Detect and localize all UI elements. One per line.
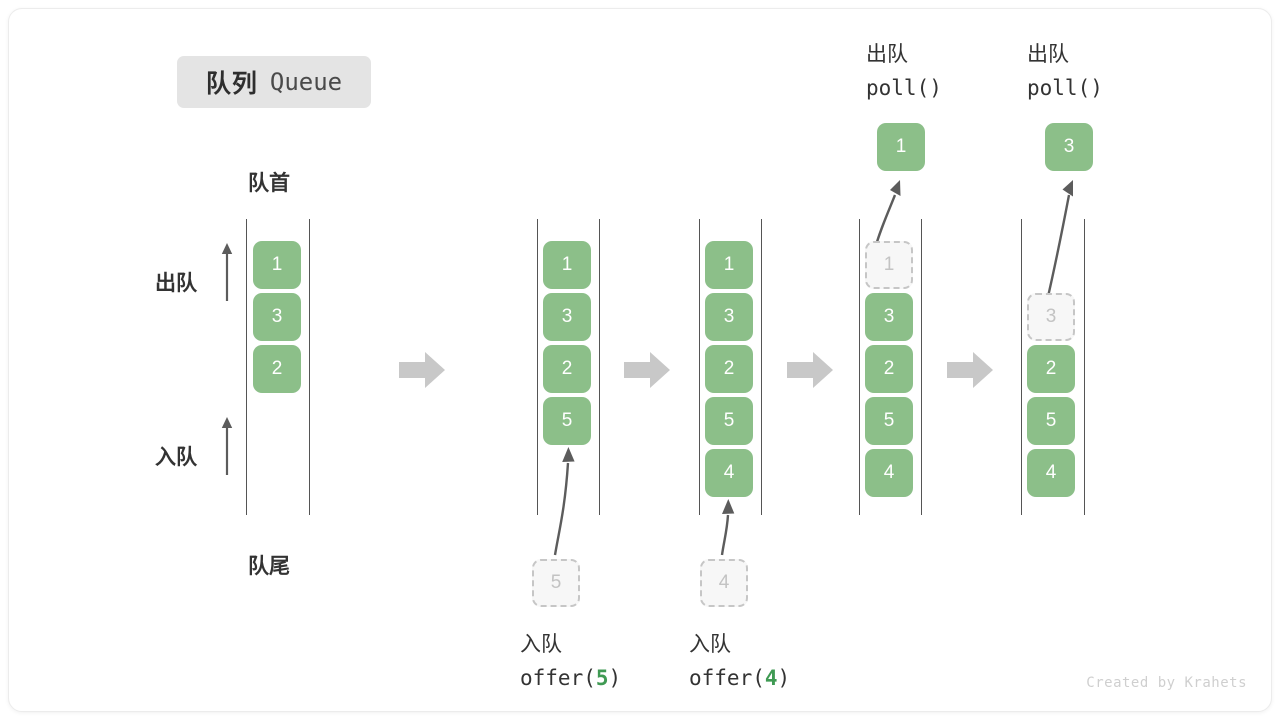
queue-element: 2 bbox=[543, 345, 591, 393]
stage-3-operation-label: 入队 offer(4) bbox=[689, 629, 790, 694]
popped-element: 1 bbox=[877, 123, 925, 171]
queue-element: 5 bbox=[1027, 397, 1075, 445]
operation-argument: 4 bbox=[764, 665, 778, 690]
separator-arrow-icon bbox=[947, 350, 995, 390]
dequeue-direction-arrow-icon bbox=[217, 241, 237, 303]
queue-element: 3 bbox=[865, 293, 913, 341]
queue-element: 2 bbox=[253, 345, 301, 393]
separator-arrow-icon bbox=[399, 350, 447, 390]
operation-chinese: 入队 bbox=[520, 633, 562, 656]
queue-rail-left-stage-2 bbox=[537, 219, 538, 515]
queue-element: 2 bbox=[1027, 345, 1075, 393]
queue-element: 1 bbox=[705, 241, 753, 289]
stage-2-operation-label: 入队 offer(5) bbox=[520, 629, 621, 694]
queue-rail-left-stage-3 bbox=[699, 219, 700, 515]
queue-element: 4 bbox=[865, 449, 913, 497]
dequeue-arrow-icon bbox=[1029, 175, 1099, 305]
queue-rail-left-stage-4 bbox=[859, 219, 860, 515]
title-english: Queue bbox=[269, 68, 343, 96]
title-chinese: 队列 bbox=[205, 70, 258, 98]
incoming-element-ghost: 5 bbox=[532, 559, 580, 607]
enqueue-direction-arrow-icon bbox=[217, 415, 237, 477]
diagram-card: 队列 Queue 队首 队尾 出队 入队 1 3 2 1 3 2 5 5 bbox=[8, 8, 1272, 712]
queue-rail-right-stage-1 bbox=[309, 219, 310, 515]
queue-element: 2 bbox=[865, 345, 913, 393]
separator-arrow-icon bbox=[624, 350, 672, 390]
queue-rail-right-stage-2 bbox=[599, 219, 600, 515]
operation-code: poll() bbox=[866, 75, 942, 100]
queue-element: 5 bbox=[705, 397, 753, 445]
enqueue-arrow-icon bbox=[697, 493, 757, 559]
stage-5-operation-label: 出队 poll() bbox=[1027, 39, 1103, 104]
operation-argument: 5 bbox=[595, 665, 609, 690]
enqueue-arrow-icon bbox=[529, 439, 599, 559]
queue-element-new: 5 bbox=[543, 397, 591, 445]
removed-element-ghost: 3 bbox=[1027, 293, 1075, 341]
queue-element: 3 bbox=[705, 293, 753, 341]
separator-arrow-icon bbox=[787, 350, 835, 390]
queue-element: 3 bbox=[543, 293, 591, 341]
operation-chinese: 入队 bbox=[689, 633, 731, 656]
dequeue-direction-label: 出队 bbox=[155, 272, 197, 295]
watermark-credit: Created by Krahets bbox=[1086, 675, 1247, 691]
stage-4-operation-label: 出队 poll() bbox=[866, 39, 942, 104]
queue-rail-right-stage-4 bbox=[921, 219, 922, 515]
queue-tail-label: 队尾 bbox=[248, 555, 290, 578]
removed-element-ghost: 1 bbox=[865, 241, 913, 289]
queue-head-label: 队首 bbox=[248, 172, 290, 195]
diagram-title-badge: 队列 Queue bbox=[177, 56, 371, 108]
enqueue-direction-label: 入队 bbox=[155, 446, 197, 469]
queue-element-new: 4 bbox=[705, 449, 753, 497]
popped-element: 3 bbox=[1045, 123, 1093, 171]
incoming-element-ghost: 4 bbox=[700, 559, 748, 607]
queue-element: 3 bbox=[253, 293, 301, 341]
operation-chinese: 出队 bbox=[1027, 43, 1069, 66]
operation-code: offer(4) bbox=[689, 665, 791, 690]
queue-element: 4 bbox=[1027, 449, 1075, 497]
queue-element: 2 bbox=[705, 345, 753, 393]
operation-code: poll() bbox=[1027, 75, 1103, 100]
queue-rail-right-stage-5 bbox=[1084, 219, 1085, 515]
queue-rail-right-stage-3 bbox=[761, 219, 762, 515]
queue-rail-left-stage-5 bbox=[1021, 219, 1022, 515]
operation-code: offer(5) bbox=[520, 665, 622, 690]
queue-element: 1 bbox=[543, 241, 591, 289]
queue-element: 1 bbox=[253, 241, 301, 289]
queue-element: 5 bbox=[865, 397, 913, 445]
queue-rail-left-stage-1 bbox=[246, 219, 247, 515]
operation-chinese: 出队 bbox=[866, 43, 908, 66]
